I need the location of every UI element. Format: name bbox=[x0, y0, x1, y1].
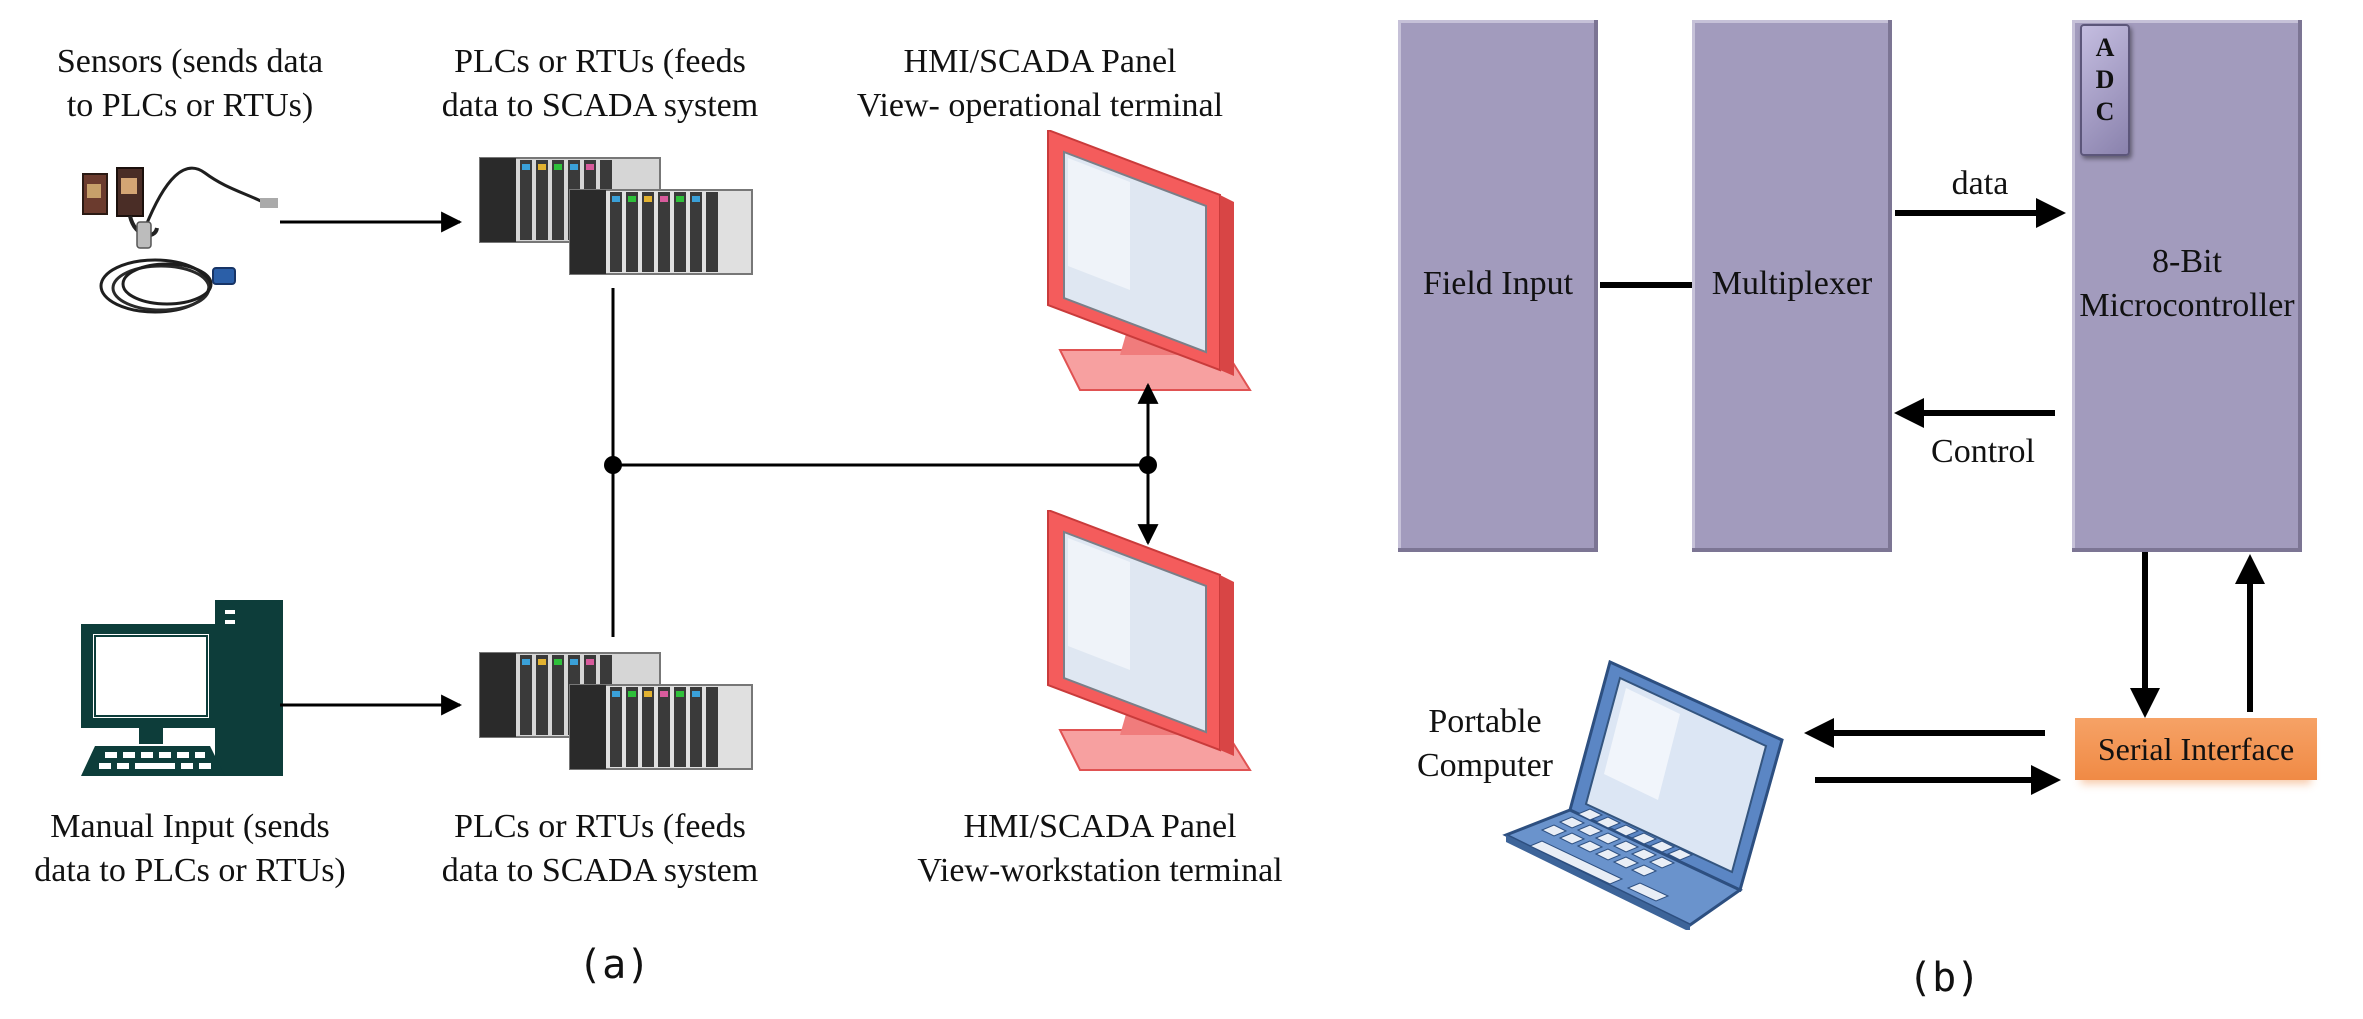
manual-input-label: Manual Input (sends data to PLCs or RTUs… bbox=[34, 808, 346, 889]
multiplexer-label: Multiplexer bbox=[1711, 265, 1873, 302]
monitor-icon bbox=[1047, 510, 1252, 771]
junction-dot bbox=[604, 456, 622, 474]
portable-computer-label: Portable Computer bbox=[1417, 703, 1553, 784]
caption-b: (b) bbox=[1908, 955, 1981, 1001]
hmi-bottom-label: HMI/SCADA Panel View-workstation termina… bbox=[917, 808, 1283, 889]
caption-a: (a) bbox=[578, 942, 651, 988]
multiplexer-block bbox=[1692, 20, 1892, 552]
junction-dot bbox=[1139, 456, 1157, 474]
hmi-top-label: HMI/SCADA Panel View- operational termin… bbox=[856, 43, 1224, 124]
plc-bottom-label: PLCs or RTUs (feeds data to SCADA system bbox=[441, 808, 759, 889]
monitor-icon bbox=[1047, 130, 1252, 391]
plc-top-label: PLCs or RTUs (feeds data to SCADA system bbox=[441, 43, 759, 124]
plc-rack-icon bbox=[479, 157, 753, 275]
plc-rack-icon bbox=[479, 652, 753, 770]
sensors-label: Sensors (sends data to PLCs or RTUs) bbox=[56, 43, 324, 124]
field-input-label: Field Input bbox=[1422, 265, 1574, 302]
desktop-computer-icon bbox=[81, 600, 283, 776]
laptop-icon bbox=[1502, 660, 1784, 930]
field-input-block bbox=[1398, 20, 1598, 552]
microcontroller-label: 8-Bit Microcontroller bbox=[2079, 243, 2295, 324]
control-label: Control bbox=[1931, 433, 2035, 470]
sensor-icon bbox=[82, 166, 278, 314]
serial-interface-block: Serial Interface bbox=[2075, 718, 2317, 780]
data-label: data bbox=[1951, 165, 2009, 202]
adc-block: A D C bbox=[2080, 24, 2130, 156]
